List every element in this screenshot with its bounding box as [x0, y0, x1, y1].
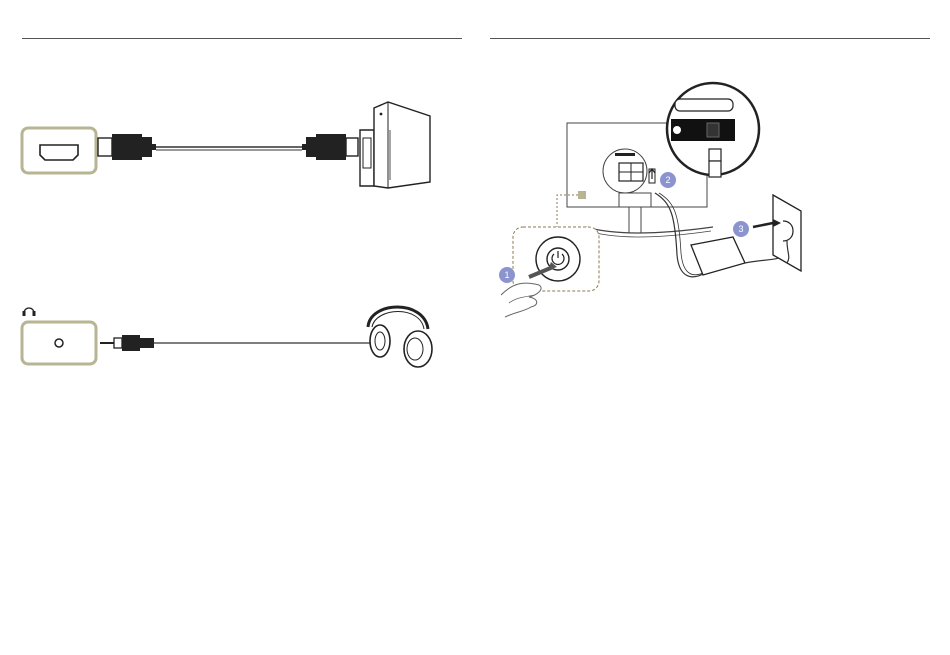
- audio-plug: [100, 335, 154, 351]
- pc-tower-icon: [360, 102, 430, 188]
- displayport-port-icon: [22, 128, 96, 173]
- audio-jack-port-icon: [22, 322, 96, 364]
- svg-text:2: 2: [665, 175, 670, 185]
- right-header-rule: [490, 38, 930, 39]
- power-connection-diagram: 2 3: [495, 85, 835, 320]
- power-button-icon: [536, 237, 580, 281]
- step-badge-1: 1: [499, 267, 515, 283]
- displayport-plug-right: [302, 134, 358, 160]
- step-badge-2: 2: [660, 172, 676, 188]
- headphones-icon: [368, 307, 432, 367]
- step-badge-3: 3: [733, 221, 749, 237]
- port-zoom-inset: [667, 83, 759, 177]
- displayport-cable: [156, 147, 302, 150]
- headphone-connection-diagram: [18, 295, 438, 375]
- wall-outlet-icon: [773, 195, 801, 271]
- left-header-rule: [22, 38, 462, 39]
- svg-text:1: 1: [504, 270, 509, 280]
- svg-text:3: 3: [738, 224, 743, 234]
- displayport-connection-diagram: [18, 100, 438, 190]
- displayport-plug-left: [98, 134, 156, 160]
- headphone-icon: [23, 308, 36, 316]
